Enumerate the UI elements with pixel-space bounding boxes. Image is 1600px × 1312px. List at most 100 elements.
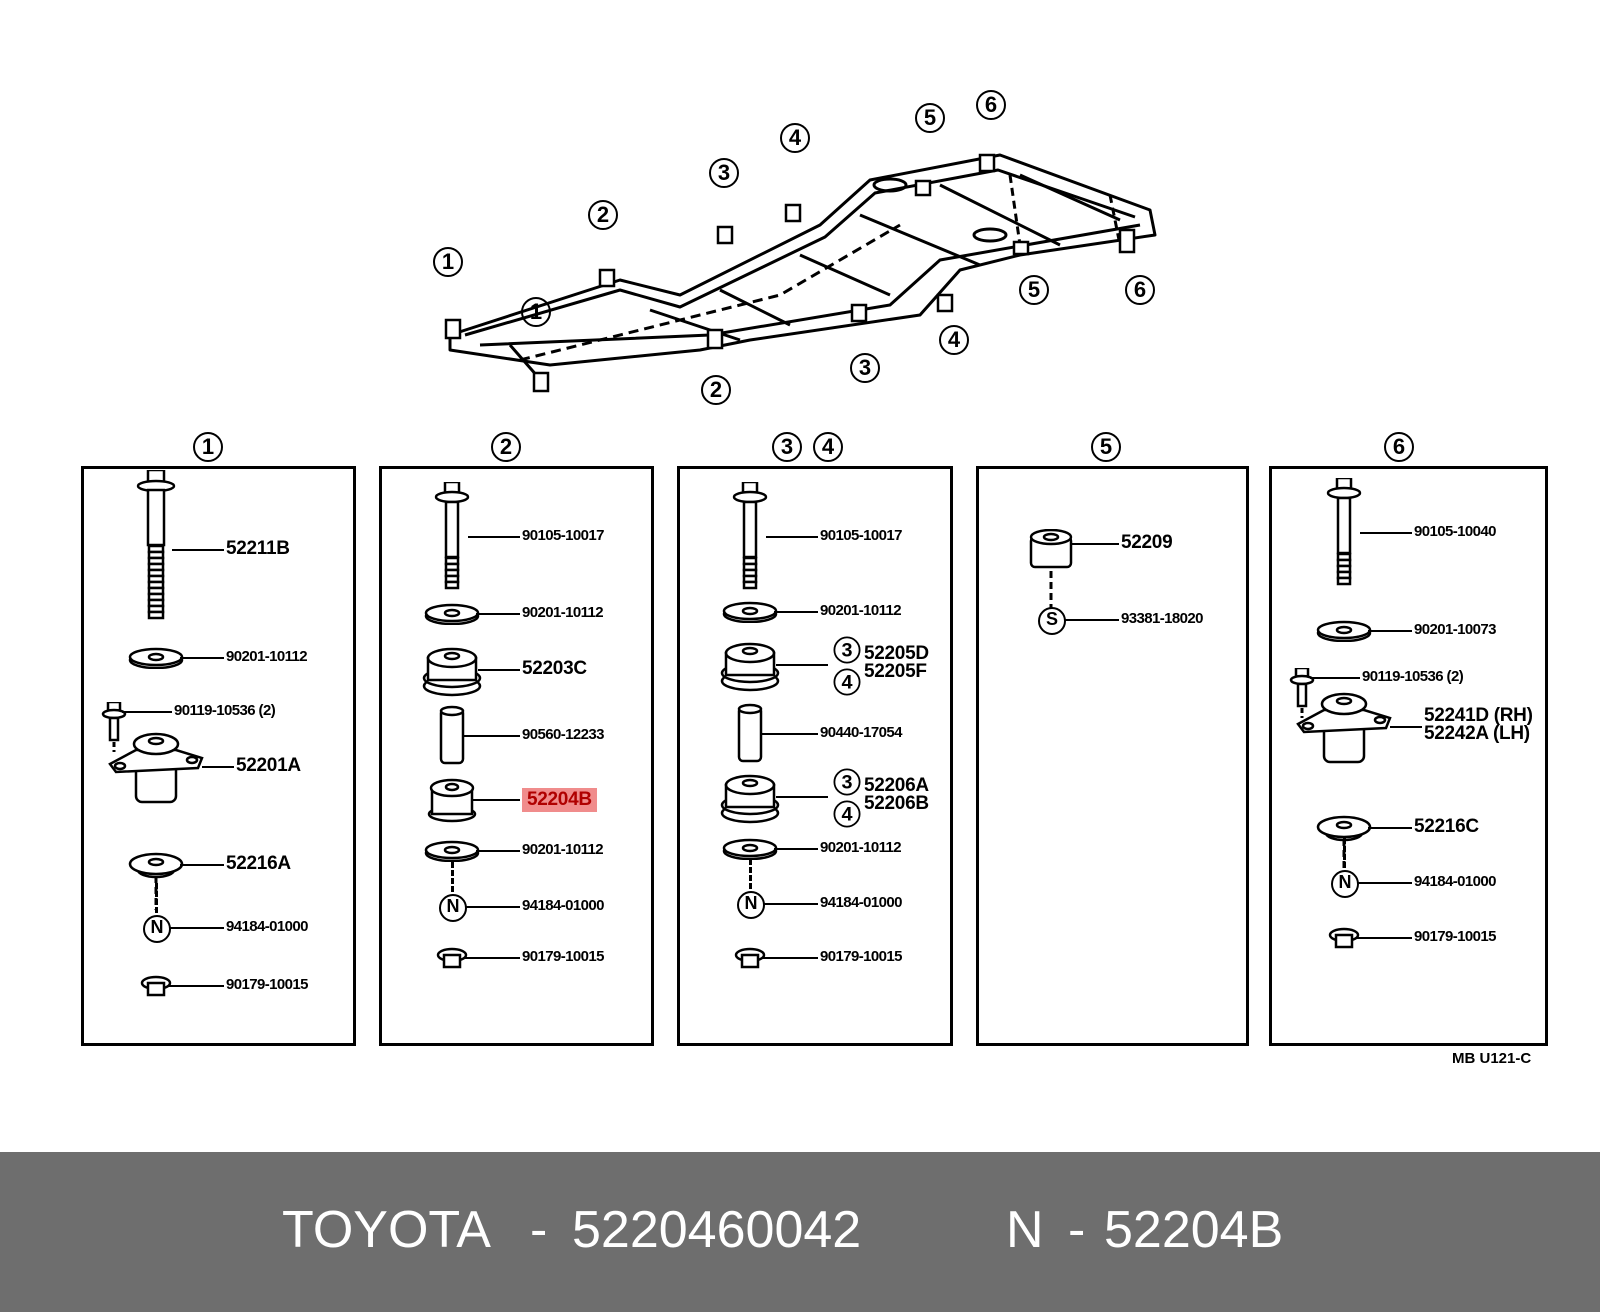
leader-line (1368, 630, 1412, 632)
part-number-label[interactable]: 90201-10112 (226, 648, 308, 665)
part-number-label[interactable]: 52242A (LH) (1424, 723, 1530, 744)
leader-line (172, 549, 224, 551)
frame-callout-3: 3 (850, 353, 880, 383)
part-number-label[interactable]: 52206A (864, 775, 929, 796)
long-bolt-icon (136, 470, 176, 620)
part-number-label[interactable]: 90440-17054 (820, 724, 902, 741)
leader-line (776, 664, 828, 666)
part-number-label[interactable]: 90201-10112 (820, 839, 902, 856)
part-number-label[interactable]: 90119-10536 (2) (1362, 668, 1464, 685)
frame-callout-6: 6 (976, 90, 1006, 120)
leader-line (1360, 532, 1412, 534)
cushion-icon (720, 774, 780, 824)
variant-tag-4: 4 (833, 800, 861, 828)
footer-reference-number: 52204B (1104, 1201, 1284, 1259)
cushion-icon (422, 647, 482, 697)
diagram-reference-code: MB U121-C (1452, 1050, 1532, 1067)
leader-line (473, 799, 520, 801)
part-number-label[interactable]: 90179-10015 (1414, 928, 1496, 945)
part-number-label[interactable]: 90560-12233 (522, 726, 604, 743)
frame-callout-4: 4 (780, 123, 810, 153)
leader-line (468, 536, 520, 538)
part-number-label[interactable]: 94184-01000 (1414, 873, 1496, 890)
variant-tag-4: 4 (833, 668, 861, 696)
leader-line (774, 611, 818, 613)
part-number-label[interactable]: 52241D (RH) (1424, 705, 1533, 726)
leader-line (476, 613, 520, 615)
leader-line (466, 906, 520, 908)
part-number-label[interactable]: 52205D (864, 643, 929, 664)
part-number-label[interactable]: 90105-10017 (522, 527, 604, 544)
part-number-label[interactable]: 52216A (226, 853, 291, 874)
leader-line (774, 848, 818, 850)
part-number-label[interactable]: 90119-10536 (2) (174, 702, 276, 719)
part-number-label[interactable]: 90179-10015 (522, 948, 604, 965)
parts-panel-5: 90105-10040 90201-10073 90119-10536 (2) 522… (1269, 466, 1548, 1046)
frame-callout-4: 4 (939, 325, 969, 355)
collar-icon (439, 705, 465, 765)
dashed-leader (749, 859, 752, 889)
dashed-leader (155, 883, 158, 913)
mount-bracket-icon (108, 732, 204, 804)
part-number-label[interactable]: 90201-10112 (522, 841, 604, 858)
frame-callout-2: 2 (588, 200, 618, 230)
washer-icon (722, 838, 778, 860)
part-number-label[interactable]: 94184-01000 (226, 918, 308, 935)
frame-callout-2: 2 (701, 375, 731, 405)
part-number-label[interactable]: 90179-10015 (226, 976, 308, 993)
part-number-label[interactable]: 90179-10015 (820, 948, 902, 965)
washer-icon (424, 603, 480, 625)
nut-symbol-icon: N (143, 915, 171, 943)
part-number-label[interactable]: 52205F (864, 661, 927, 682)
frame-callout-1: 1 (521, 297, 551, 327)
cushion-icon (720, 642, 780, 692)
part-number-label[interactable]: 94184-01000 (522, 897, 604, 914)
panel-heading-callout-5: 5 (1091, 432, 1121, 462)
leader-line (180, 657, 224, 659)
part-number-label[interactable]: 93381-18020 (1121, 610, 1203, 627)
leader-line (764, 903, 818, 905)
small-bolt-icon (101, 702, 127, 752)
part-number-label[interactable]: 90201-10112 (820, 602, 902, 619)
leader-line (1358, 882, 1412, 884)
footer-n-label: N (1006, 1201, 1044, 1259)
flange-nut-icon (436, 947, 468, 969)
flange-nut-icon (734, 947, 766, 969)
part-number-label[interactable]: 52206B (864, 793, 929, 814)
part-number-label[interactable]: 90201-10112 (522, 604, 604, 621)
part-number-label[interactable]: 90105-10017 (820, 527, 902, 544)
washer-icon (424, 840, 480, 862)
frame-callout-5: 5 (915, 103, 945, 133)
dashed-leader (1343, 838, 1346, 868)
mount-bracket-icon (1296, 692, 1392, 764)
footer-bar: TOYOTA - 5220460042 N - 52204B (0, 1152, 1600, 1312)
leader-line (464, 957, 520, 959)
flange-nut-icon (1328, 927, 1360, 949)
parts-panel-2: 90105-10017 90201-10112 52203C 90560-12233 5… (379, 466, 654, 1046)
bolt-icon (434, 482, 470, 590)
leader-line (760, 733, 818, 735)
part-number-label[interactable]: 52201A (236, 755, 301, 776)
chassis-frame-diagram (420, 95, 1200, 430)
footer-part-number: 5220460042 (572, 1201, 862, 1259)
panel-heading-callout-2: 2 (491, 432, 521, 462)
highlighted-part-number[interactable]: 52204B (522, 788, 597, 812)
nut-symbol-icon: N (439, 894, 467, 922)
part-number-label[interactable]: 94184-01000 (820, 894, 902, 911)
small-bolt-icon (1289, 668, 1315, 718)
panel-heading-callout-1: 1 (193, 432, 223, 462)
part-number-label[interactable]: 52216C (1414, 816, 1479, 837)
part-number-label[interactable]: 90105-10040 (1414, 523, 1496, 540)
part-number-label[interactable]: 52209 (1121, 532, 1173, 553)
frame-callout-6: 6 (1125, 275, 1155, 305)
leader-line (1390, 726, 1422, 728)
part-number-label[interactable]: 52211B (226, 538, 290, 559)
part-number-label[interactable]: 90201-10073 (1414, 621, 1496, 638)
frame-callout-5: 5 (1019, 275, 1049, 305)
leader-line (1356, 937, 1412, 939)
frame-illustration (444, 153, 1157, 393)
part-number-label[interactable]: 52203C (522, 658, 587, 679)
cushion-small-icon (427, 778, 477, 823)
